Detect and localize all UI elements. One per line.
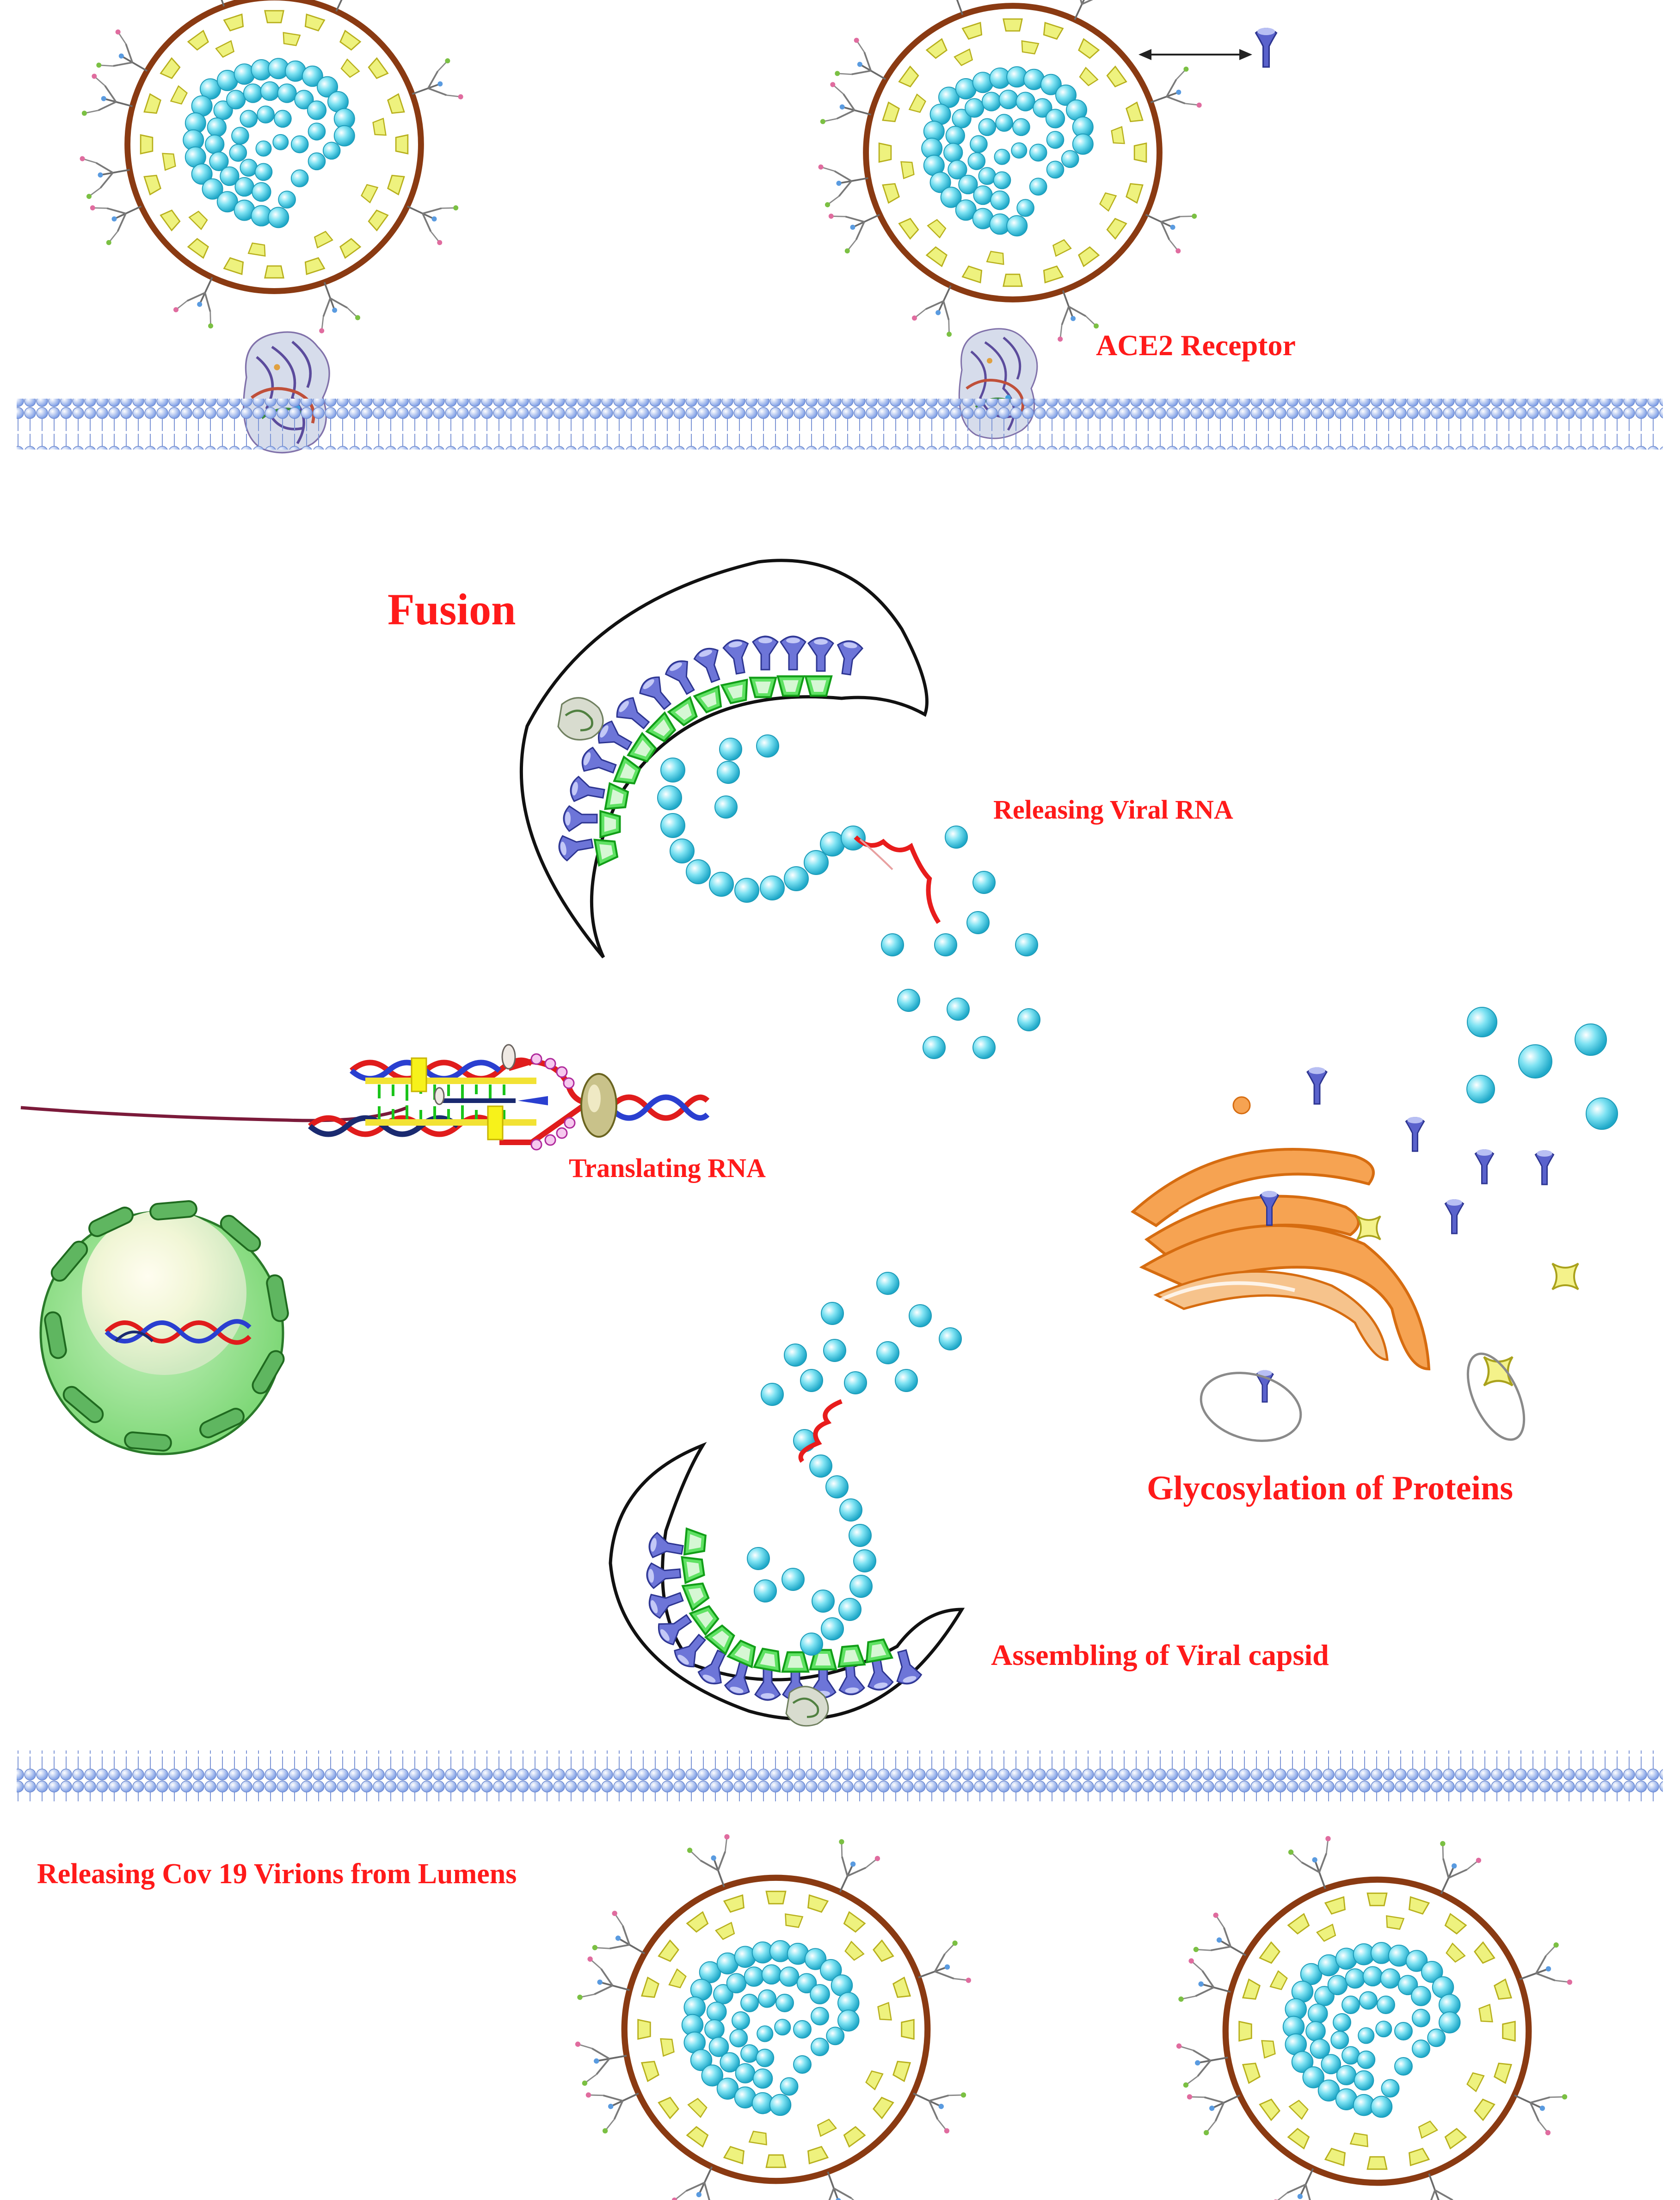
translating-rna-label: Translating RNA: [569, 1153, 766, 1183]
virion-bottom-left: [575, 1833, 972, 2200]
mrna-tail: [20, 1106, 408, 1122]
ribosome-icon: [434, 1044, 617, 1138]
released-rna-beads: [657, 734, 1040, 1059]
golgi-bead-cluster: [1466, 1007, 1618, 1130]
assembly-membrane-outline: [609, 1442, 965, 1721]
glycosylation-label: Glycosylation of Proteins: [1147, 1469, 1513, 1507]
dna-helix-icon: [308, 1053, 710, 1151]
ace2-receptor-label: ACE2 Receptor: [1096, 329, 1296, 362]
spike-protein-icon: [1255, 27, 1277, 68]
virion-bottom-right: [1176, 1835, 1573, 2200]
assembly-rna-beads: [747, 1272, 962, 1656]
virion-top-left: [80, 0, 464, 334]
viral-rna-strand: [854, 835, 941, 924]
cell-membrane-top: [17, 399, 1663, 450]
assembling-label: Assembling of Viral capsid: [991, 1639, 1329, 1671]
assembly-capsid-arc: [645, 1528, 923, 1701]
golgi-apparatus-icon: [1127, 1096, 1431, 1371]
assembly-rna-strand: [798, 1399, 843, 1463]
virion-top-right: [818, 0, 1203, 342]
spike-binding-arrow: [1138, 49, 1252, 60]
nucleus-icon: [39, 1200, 289, 1455]
releasing-rna-label: Releasing Viral RNA: [993, 795, 1233, 825]
fusion-label: Fusion: [388, 585, 516, 634]
releasing-virions-label: Releasing Cov 19 Virions from Lumens: [37, 1858, 517, 1890]
vesicle-icon: [1200, 1352, 1526, 1442]
cell-membrane-bottom: [17, 1750, 1663, 1801]
fusion-ace2-icon: [558, 698, 603, 740]
fusion-capsid-arc: [556, 635, 864, 865]
